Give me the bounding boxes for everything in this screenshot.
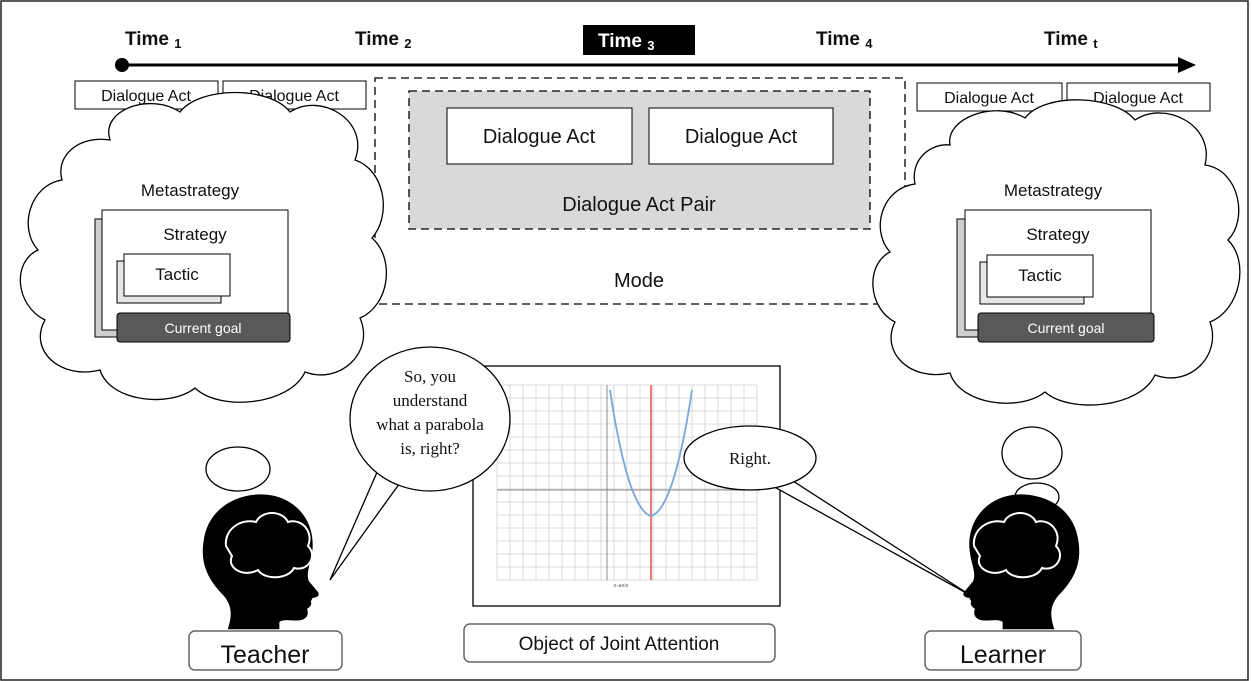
metastrategy-label: Metastrategy [1004, 181, 1103, 200]
timeline-arrowhead [1178, 57, 1196, 73]
current-goal-bar [977, 312, 1155, 343]
tactic-label: Tactic [155, 265, 199, 284]
dialogue-act-label: Dialogue Act [1093, 90, 1183, 107]
learner-label-box [924, 630, 1082, 671]
mode-region: Dialogue Act Dialogue Act Dialogue Act P… [374, 77, 906, 305]
current-goal-label: Current goal [1027, 320, 1104, 336]
thought-bubble-small [205, 446, 271, 492]
graph-grid [496, 384, 758, 581]
tactic-label: Tactic [1018, 266, 1062, 285]
brain-icon [224, 512, 313, 579]
time-label-4: Time 4 [816, 29, 873, 51]
strategy-label: Strategy [163, 225, 227, 244]
timeline-start-dot [115, 58, 129, 72]
parabola-curve [609, 389, 693, 517]
learner-thought-cloud: Metastrategy Strategy Tactic Current goa… [872, 99, 1241, 406]
mode-label: Mode [614, 270, 664, 292]
dialogue-act-label: Dialogue Act [101, 88, 191, 105]
brain-icon [972, 512, 1061, 579]
x-axis-caption: x-axis [614, 583, 629, 589]
learner-speech-bubble: Right. [683, 425, 971, 596]
pair-dialogue-act-box [648, 107, 834, 165]
metastrategy-label: Metastrategy [141, 181, 240, 200]
learner-label: Learner [960, 641, 1046, 669]
teacher-label: Teacher [221, 641, 310, 669]
speech-bubble [349, 346, 511, 492]
teacher-thought-cloud: Metastrategy Strategy Tactic Current goa… [19, 91, 387, 403]
time-label-1: Time 1 [125, 29, 182, 51]
pair-dialogue-act-label: Dialogue Act [685, 126, 798, 148]
tactic-box [123, 253, 231, 297]
speech-line: is, right? [400, 439, 460, 458]
pair-dialogue-act-box [446, 107, 633, 165]
object-label-box [463, 623, 776, 663]
timeline: Time 1 Time 2 Time 3 Time 4 Time t [115, 25, 1196, 73]
pair-dialogue-act-label: Dialogue Act [483, 126, 596, 148]
time-label-2: Time 2 [355, 29, 412, 51]
speech-bubble-tail [758, 473, 971, 596]
learner-head-icon [963, 494, 1080, 630]
speech-line: understand [393, 391, 468, 410]
speech-line: So, you [404, 367, 456, 386]
teacher-head-icon [202, 494, 319, 630]
teacher-speech-bubble: So, you understand what a parabola is, r… [329, 346, 511, 581]
left-dialogue-acts: Dialogue Act Dialogue Act [74, 80, 367, 110]
time-label-3-highlight [583, 25, 695, 55]
dialogue-act-pair-label: Dialogue Act Pair [562, 194, 716, 216]
object-of-joint-attention-label: Object of Joint Attention [519, 634, 720, 655]
strategy-label: Strategy [1026, 225, 1090, 244]
time-label-t: Time t [1044, 29, 1098, 51]
dialogue-act-label: Dialogue Act [944, 90, 1034, 107]
speech-line: what a parabola [376, 415, 484, 434]
teacher-label-box [188, 630, 343, 671]
thought-bubble-small [1001, 426, 1063, 480]
speech-bubble [683, 425, 817, 491]
tactic-box [986, 254, 1094, 298]
speech-bubble-tail [329, 469, 404, 581]
time-label-3: Time 3 [598, 31, 655, 53]
current-goal-label: Current goal [164, 320, 241, 336]
speech-line: Right. [729, 449, 771, 468]
right-dialogue-acts: Dialogue Act Dialogue Act [916, 82, 1211, 112]
current-goal-bar [116, 312, 291, 343]
